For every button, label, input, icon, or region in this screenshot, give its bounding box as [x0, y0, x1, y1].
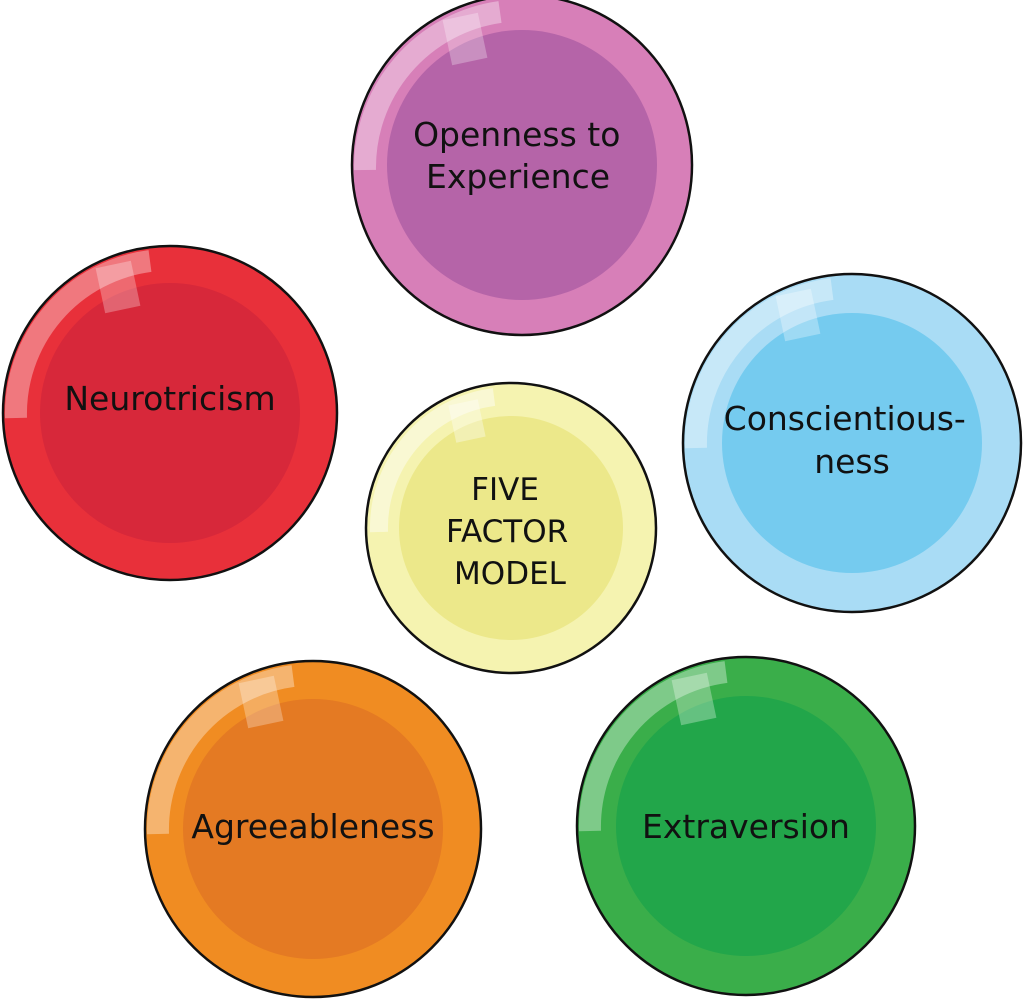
bubble-conscientiousness-shine — [684, 278, 834, 449]
bubble-agreeableness-glint — [238, 675, 284, 729]
center-line-five: FIVE — [471, 472, 539, 508]
bubble-openness-shine — [353, 1, 502, 171]
bubble-conscientiousness-line-2: ness — [814, 442, 890, 481]
bubble-neuroticism-shine — [4, 250, 152, 419]
bubble-extraversion-shine — [578, 661, 728, 832]
center-bubble-glint — [448, 399, 486, 443]
bubble-extraversion-line-1: Extraversion — [642, 807, 850, 846]
center-bubble-shine — [369, 388, 496, 533]
center-bubble-inner — [399, 416, 623, 640]
bubble-extraversion: Extraversion — [575, 655, 917, 997]
bubble-neuroticism: Neurotricism — [1, 244, 339, 582]
bubble-neuroticism-line-1: Neurotricism — [64, 379, 275, 418]
bubble-agreeableness-line-1: Agreeableness — [191, 807, 434, 846]
bubble-neuroticism-label: Neurotricism — [64, 379, 275, 418]
bubble-conscientiousness-inner — [722, 313, 982, 573]
bubble-conscientiousness: Conscientious- ness — [681, 272, 1023, 614]
bubble-neuroticism-glint — [95, 260, 141, 314]
bubble-conscientiousness-line-1: Conscientious- — [724, 399, 966, 438]
bubble-openness-label: Openness to Experience — [413, 115, 631, 196]
bubble-conscientiousness-glint — [775, 288, 821, 342]
center-line-model: MODEL — [454, 556, 567, 592]
bubble-agreeableness-label: Agreeableness — [191, 807, 434, 846]
bubble-conscientiousness-label: Conscientious- ness — [724, 399, 977, 481]
center-bubble-label: FIVE FACTOR MODEL — [446, 472, 578, 592]
bubble-openness-line-2: Experience — [426, 157, 610, 196]
bubble-extraversion-label: Extraversion — [642, 807, 850, 846]
bubble-openness-glint — [442, 12, 488, 66]
bubble-extraversion-inner — [616, 696, 876, 956]
center-line-factor: FACTOR — [446, 514, 568, 550]
bubble-openness: Openness to Experience — [350, 0, 694, 337]
bubble-agreeableness-inner — [183, 699, 443, 959]
bubble-extraversion-glint — [671, 672, 717, 726]
center-bubble: FIVE FACTOR MODEL — [364, 381, 658, 675]
bubble-agreeableness: Agreeableness — [143, 659, 483, 999]
bubble-agreeableness-shine — [146, 665, 295, 835]
bubble-neuroticism-inner — [40, 283, 300, 543]
bubble-openness-line-1: Openness to — [413, 115, 620, 154]
bubble-openness-inner — [387, 30, 657, 300]
